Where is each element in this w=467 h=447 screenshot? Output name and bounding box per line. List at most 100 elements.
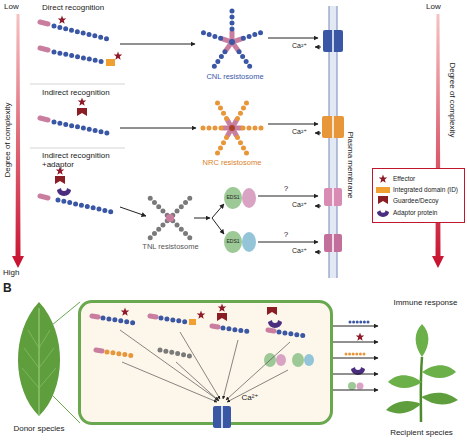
cell-content xyxy=(218,304,227,312)
transfer-cargo xyxy=(348,382,356,390)
ion-label: Ca²⁺ xyxy=(292,201,316,209)
process-arrow xyxy=(120,128,196,129)
ion-channel xyxy=(332,188,334,206)
legend-entry: Guardee/Decoy xyxy=(376,195,461,205)
eds1-complex xyxy=(242,232,256,252)
complex-label: NRC resistosome xyxy=(197,159,267,168)
nrc-resistosome xyxy=(234,131,237,136)
tnl-resistosome xyxy=(173,221,191,239)
cell-content xyxy=(223,328,252,332)
category-label: Indirect recognition xyxy=(42,88,132,97)
ion-channel xyxy=(332,116,334,138)
cnl-resistosome xyxy=(230,8,235,29)
eds1-complex xyxy=(242,188,256,208)
complexity-arrow xyxy=(12,14,444,268)
cell-content xyxy=(223,340,238,399)
structure-label: Plasma membrane xyxy=(345,115,355,215)
process-arrow xyxy=(194,218,210,219)
nrc-resistosome xyxy=(228,120,231,125)
cell-content xyxy=(92,304,314,429)
protein-label: EDS1 xyxy=(224,239,242,245)
cnl-resistosome xyxy=(235,39,242,41)
ion-channel xyxy=(332,234,334,252)
cell-content xyxy=(279,332,306,336)
leaf-vein xyxy=(22,330,56,388)
cell-content xyxy=(213,406,231,428)
process-arrow xyxy=(258,196,318,197)
cell-content xyxy=(176,362,219,401)
cell-content xyxy=(276,354,286,366)
ion-label: Ca²⁺ xyxy=(292,42,316,50)
nrc-resistosome xyxy=(243,126,264,131)
ion-channel xyxy=(324,188,342,206)
nrc-resistosome xyxy=(238,100,249,118)
cnl-resistosome xyxy=(226,44,230,50)
zoom-line xyxy=(52,302,80,423)
receptor-protein xyxy=(40,118,48,120)
tnl-resistosome xyxy=(173,197,191,215)
legend-entry: Integrated domain (ID) xyxy=(376,186,461,193)
process-arrow xyxy=(120,38,321,252)
unknown-mark: ? xyxy=(281,184,291,193)
nrc-resistosome xyxy=(200,100,264,155)
receptor-protein xyxy=(58,200,112,212)
process-arrow xyxy=(315,206,321,207)
separator-line xyxy=(30,84,125,85)
process-arrow xyxy=(120,44,195,45)
adaptor-symbol xyxy=(376,207,390,217)
plasma-membrane xyxy=(329,6,337,278)
cnl-resistosome xyxy=(229,39,235,45)
nrc-resistosome xyxy=(216,100,227,118)
process-arrow xyxy=(120,207,146,216)
node-text: Recipient species xyxy=(378,428,465,437)
nrc-resistosome xyxy=(228,131,231,136)
cell-content xyxy=(150,316,156,317)
legend-entry: Effector xyxy=(376,174,461,184)
category-label: Indirect recognition +adaptor xyxy=(42,151,134,169)
receptor-protein xyxy=(77,108,87,116)
ion-label: Ca²⁺ xyxy=(292,128,316,136)
tnl-resistosome xyxy=(149,221,167,239)
receptor-protein xyxy=(55,176,65,184)
leaf-vein xyxy=(39,308,40,416)
plant-stem xyxy=(421,357,422,422)
receptor-protein xyxy=(54,122,112,134)
plant-leaf xyxy=(386,401,421,413)
guardee-symbol xyxy=(376,195,390,205)
plant-leaf xyxy=(421,393,458,405)
donor-leaf-drawing xyxy=(4,298,74,420)
zoom-line xyxy=(52,302,80,325)
ion-channel xyxy=(332,30,334,52)
process-arrow xyxy=(268,124,318,125)
cell-content xyxy=(264,353,276,367)
legend-text: Guardee/Decoy xyxy=(393,197,439,204)
effector-symbol xyxy=(376,174,390,184)
nrc-resistosome xyxy=(238,138,249,156)
guardee-symbol xyxy=(378,196,388,204)
receptor-protein xyxy=(40,22,48,24)
cell-content xyxy=(120,330,218,400)
adaptor-symbol xyxy=(377,211,389,218)
process-arrow xyxy=(315,252,321,253)
process-arrow xyxy=(268,38,318,39)
plasma-membrane xyxy=(329,6,337,278)
receptor-protein xyxy=(58,16,67,24)
legend-box: EffectorIntegrated domain (ID) Guardee/De… xyxy=(372,168,465,223)
process-arrow xyxy=(212,218,224,234)
legend-swatch xyxy=(376,187,390,193)
axis-label: Degree of complexity xyxy=(447,35,457,165)
cell-content xyxy=(92,316,98,317)
effector-symbol xyxy=(379,175,388,183)
receptor-protein xyxy=(40,48,48,50)
receptor-protein xyxy=(40,196,48,198)
cnl-resistosome xyxy=(200,8,265,70)
cell-content xyxy=(304,354,314,366)
cell-content xyxy=(227,370,288,402)
separator-line xyxy=(30,148,125,149)
receptor-protein xyxy=(114,52,123,60)
process-arrow xyxy=(315,47,321,48)
receptor-protein xyxy=(106,59,115,66)
